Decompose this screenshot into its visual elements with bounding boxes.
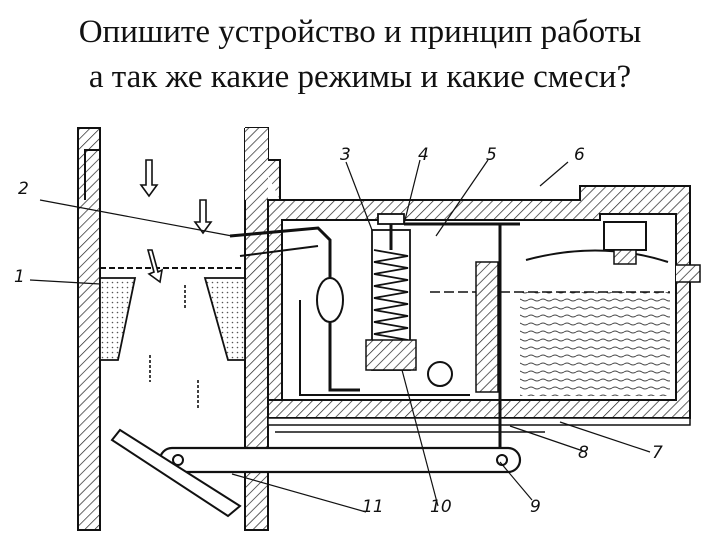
fuel-jet-channel — [229, 226, 470, 396]
label-7: 7 — [652, 443, 663, 463]
callout-labels: 1 2 3 4 5 6 7 8 9 10 11 — [14, 145, 663, 517]
leader-lines — [29, 159, 651, 513]
question-title-line-1: Опишите устройство и принцип работы — [78, 14, 642, 50]
label-1: 1 — [14, 267, 25, 287]
throttle-linkage — [110, 428, 545, 518]
label-4: 4 — [418, 145, 429, 165]
label-6: 6 — [574, 145, 585, 165]
fuel-level — [430, 291, 670, 396]
mixing-chamber-walls — [77, 127, 281, 531]
label-10: 10 — [430, 497, 452, 517]
carburetor-diagram: 1 2 3 4 5 6 7 8 9 10 11 — [14, 127, 701, 531]
label-11: 11 — [362, 497, 384, 517]
accelerator-pump — [365, 213, 417, 371]
float — [525, 221, 669, 265]
label-3: 3 — [340, 145, 351, 165]
question-title-line-2: а так же какие режимы и какие смеси? — [88, 59, 632, 95]
label-5: 5 — [486, 145, 497, 165]
label-9: 9 — [530, 497, 541, 517]
pump-rod — [404, 222, 520, 465]
airflow-arrows — [139, 159, 213, 410]
label-8: 8 — [578, 443, 589, 463]
label-2: 2 — [18, 179, 29, 199]
diffuser — [99, 267, 246, 361]
float-chamber-housing — [267, 185, 701, 426]
